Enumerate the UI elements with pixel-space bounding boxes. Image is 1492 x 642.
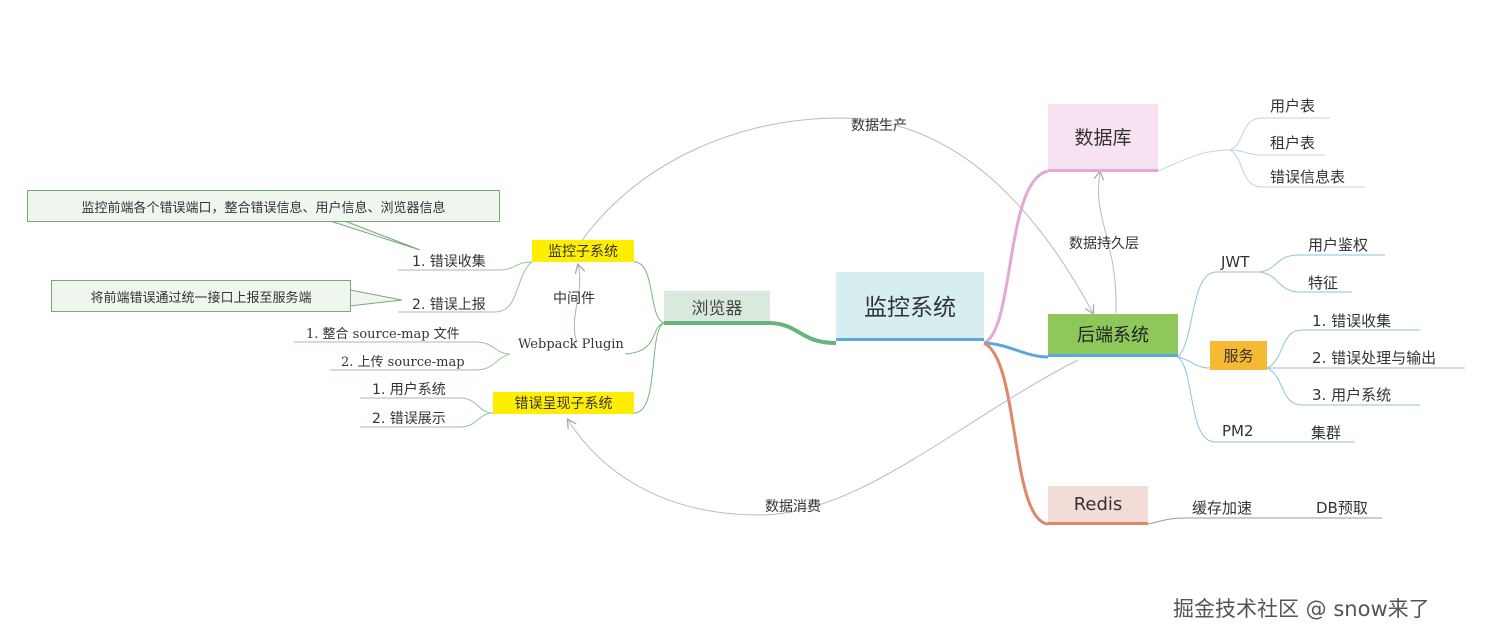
link-webpack-sourcemap1 (294, 341, 511, 355)
display-subsystem-label: 错误呈现子系统 (514, 396, 613, 412)
webpack-item-sourcemap-merge: 1. 整合 source-map 文件 (306, 327, 460, 342)
pm2-label[interactable]: PM2 (1222, 422, 1254, 440)
redis-item-prefetch: DB预取 (1316, 499, 1368, 517)
central-node-label: 监控系统 (864, 295, 956, 321)
link-browser-display (633, 322, 665, 414)
link-monitor-collect (398, 261, 533, 271)
webpack-item-sourcemap-upload: 2. 上传 source-map (341, 355, 465, 370)
link-db-tables (1157, 149, 1231, 172)
jwt-item-feature: 特征 (1308, 274, 1339, 292)
link-service-user (1266, 367, 1420, 406)
database-node-label: 数据库 (1074, 127, 1132, 149)
service-item-process: 2. 错误处理与输出 (1312, 349, 1437, 367)
db-item-tenant-table: 租户表 (1270, 134, 1316, 152)
link-central-redis (983, 341, 1049, 526)
database-node[interactable]: 数据库 (1048, 104, 1158, 172)
link-service-collect (1266, 329, 1420, 369)
link-browser-webpack (624, 322, 665, 355)
link-central-browser (769, 321, 837, 345)
jwt-item-auth: 用户鉴权 (1308, 236, 1369, 254)
watermark: 掘金技术社区 @ snow来了 (1173, 597, 1430, 621)
link-backend-jwt (1177, 271, 1260, 358)
service-node[interactable]: 服务 (1210, 341, 1267, 370)
link-display-user (360, 397, 494, 414)
backend-node[interactable]: 后端系统 (1048, 314, 1178, 357)
callout-collect-text: 监控前端各个错误端口，整合错误信息、用户信息、浏览器信息 (81, 200, 446, 216)
link-redis-cache (1147, 517, 1382, 525)
monitor-item-report: 2. 错误上报 (412, 297, 486, 313)
pm2-item-cluster: 集群 (1311, 424, 1342, 442)
display-item-show: 2. 错误展示 (372, 411, 446, 427)
data-production-label: 数据生产 (851, 118, 907, 134)
link-backend-service (1177, 356, 1211, 369)
link-webpack-sourcemap2 (330, 353, 511, 371)
link-persistence (1098, 172, 1117, 314)
link-display-show (360, 412, 494, 428)
callout-report: 将前端错误通过统一接口上报至服务端 (51, 280, 351, 312)
central-node[interactable]: 监控系统 (836, 272, 984, 341)
display-item-user: 1. 用户系统 (372, 382, 446, 398)
persistence-label: 数据持久层 (1069, 236, 1139, 252)
link-central-database (983, 169, 1049, 345)
service-node-label: 服务 (1223, 347, 1254, 365)
link-db-tenant (1229, 149, 1325, 156)
callout-pointer-1 (329, 220, 421, 251)
callout-report-text: 将前端错误通过统一接口上报至服务端 (90, 290, 312, 306)
data-consumption-label: 数据消费 (765, 499, 821, 515)
link-browser-monitor (633, 261, 665, 324)
browser-node-label: 浏览器 (691, 298, 743, 319)
link-data-consumption (568, 359, 1079, 516)
service-item-user: 3. 用户系统 (1312, 386, 1392, 404)
display-subsystem-node[interactable]: 错误呈现子系统 (493, 392, 634, 414)
link-db-user (1229, 117, 1330, 151)
db-item-user-table: 用户表 (1270, 97, 1316, 115)
jwt-label[interactable]: JWT (1221, 253, 1250, 271)
redis-node-label: Redis (1073, 493, 1123, 515)
redis-item-cache: 缓存加速 (1192, 499, 1253, 517)
service-item-collect: 1. 错误收集 (1312, 312, 1392, 330)
webpack-plugin-label[interactable]: Webpack Plugin (518, 337, 624, 352)
link-jwt-auth (1259, 254, 1385, 273)
backend-node-label: 后端系统 (1077, 325, 1149, 346)
redis-node[interactable]: Redis (1048, 486, 1148, 525)
monitor-subsystem-node[interactable]: 监控子系统 (532, 240, 634, 262)
link-db-error (1229, 149, 1365, 188)
callout-pointer-2 (349, 289, 403, 307)
link-data-production (579, 117, 1093, 313)
callout-collect: 监控前端各个错误端口，整合错误信息、用户信息、浏览器信息 (27, 190, 500, 222)
link-middleware (573, 265, 579, 343)
browser-node[interactable]: 浏览器 (664, 291, 770, 325)
monitor-subsystem-label: 监控子系统 (548, 244, 618, 260)
link-jwt-feature (1259, 271, 1352, 293)
db-item-error-table: 错误信息表 (1270, 168, 1346, 186)
monitor-item-collect: 1. 错误收集 (412, 254, 486, 270)
link-backend-pm2 (1177, 356, 1260, 443)
link-central-backend (983, 341, 1049, 359)
link-monitor-report (398, 261, 533, 313)
middleware-label: 中间件 (553, 291, 595, 307)
